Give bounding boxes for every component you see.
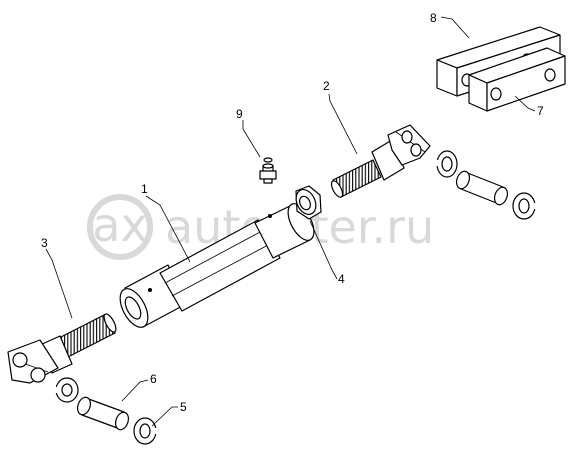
- grease-nipple-icon: [259, 157, 277, 184]
- callout-9: 9: [236, 107, 243, 121]
- right-pin-icon: [455, 170, 509, 206]
- plate-front: [468, 47, 566, 112]
- callout-8: 8: [430, 11, 437, 25]
- svg-text:ax: ax: [92, 198, 147, 252]
- callout-1: 1: [141, 182, 148, 196]
- callout-3: 3: [41, 236, 48, 250]
- callout-7: 7: [537, 104, 544, 118]
- right-clevis-rod: [330, 124, 431, 198]
- leader-lines: [45, 16, 536, 427]
- lower-retaining-clip-icon: [133, 417, 159, 445]
- watermark-logo-icon: ax: [87, 194, 153, 260]
- left-clevis-rod: [7, 313, 117, 384]
- lower-left-clip-icon: [53, 377, 79, 403]
- right-lower-clip-icon: [512, 192, 539, 220]
- callout-2: 2: [323, 79, 330, 93]
- callout-5: 5: [180, 400, 187, 414]
- turnbuckle-body: [119, 203, 315, 328]
- hex-nut-icon: [295, 185, 322, 220]
- lower-pin-icon: [76, 396, 130, 431]
- callout-4: 4: [338, 272, 345, 286]
- right-retaining-clip-icon: [433, 150, 458, 178]
- callout-6: 6: [150, 372, 157, 386]
